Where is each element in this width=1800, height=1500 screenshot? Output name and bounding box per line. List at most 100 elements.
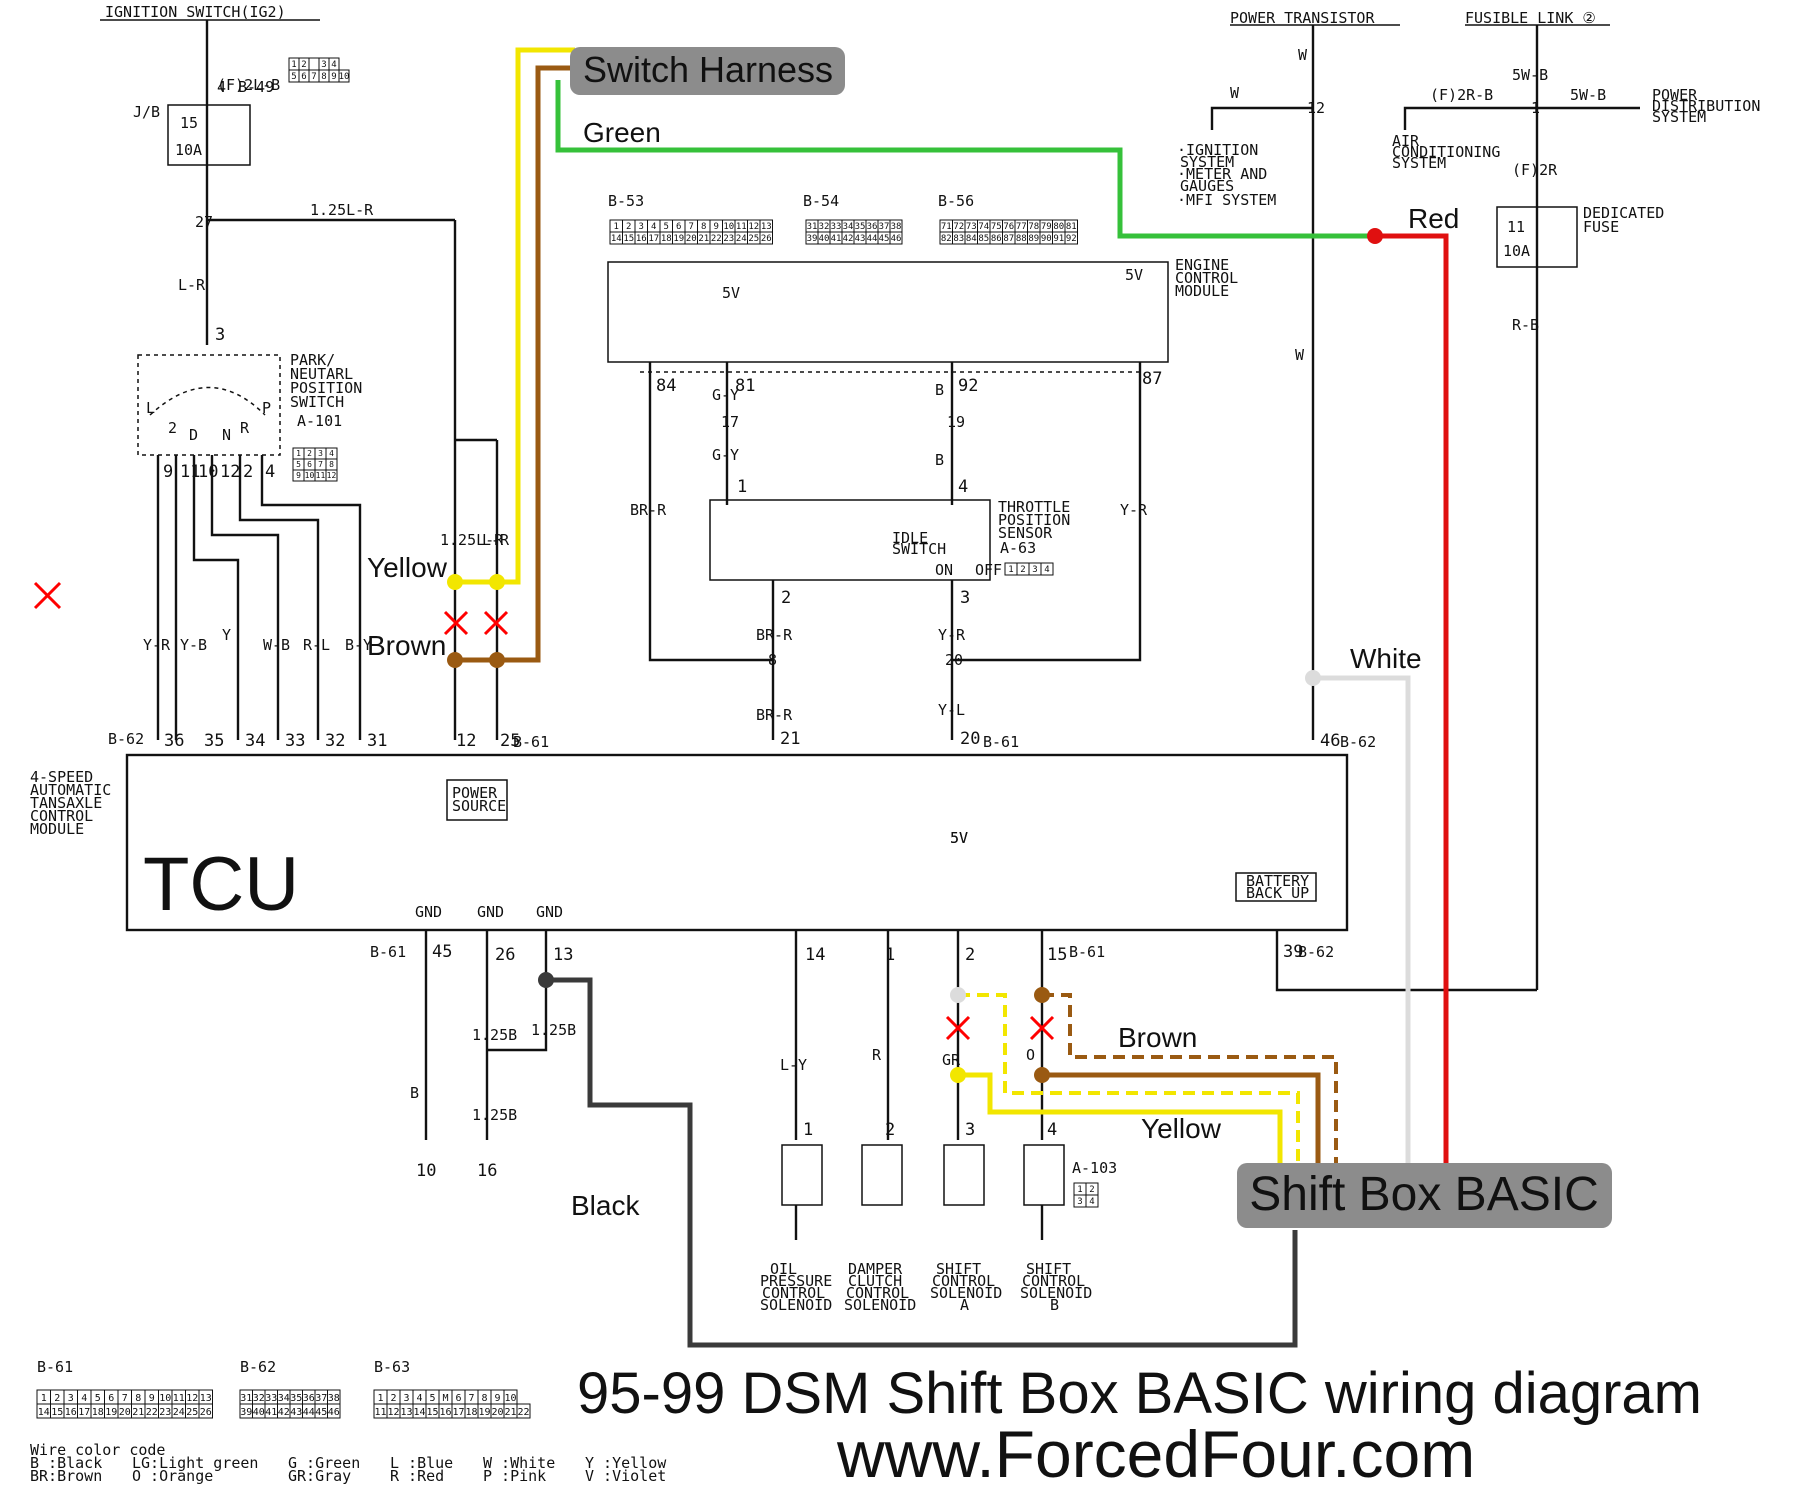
shift-solenoid-b-label: CONTROL (1022, 1272, 1085, 1290)
wire-gy-label: G-Y (712, 446, 739, 464)
tcm-label: CONTROL (30, 807, 93, 825)
tcm-label: 4-SPEED (30, 768, 93, 786)
wire-125b-label: 1.25B (531, 1021, 576, 1039)
ignition-switch-label: IGNITION SWITCH(IG2) (105, 3, 286, 21)
brown-splice-dot (1034, 1067, 1050, 1083)
pnp-pin-label: 4 (265, 462, 275, 482)
b56-connector-pin-number: 73 (966, 222, 977, 232)
b53-connector-pin-number: 23 (723, 234, 734, 244)
b61-legend-connector-pin-number: 16 (65, 1407, 77, 1418)
b62-legend-connector-pin-number: 33 (265, 1393, 277, 1404)
a103-connector-pin-number: 3 (1077, 1197, 1082, 1207)
ignition-system-label: ·MFI SYSTEM (1177, 191, 1276, 209)
wire-rl-label: R-L (303, 636, 330, 654)
b56-connector-cell (1064, 231, 1078, 245)
b54-connector-pin-number: 46 (891, 234, 902, 244)
b63-legend-connector-pin-number: 14 (413, 1407, 425, 1418)
node27-label: 27 (195, 213, 213, 231)
5v-label: 5V (950, 829, 968, 847)
black-wire (546, 977, 1298, 1348)
wire-yr-label: Y-R (938, 626, 966, 644)
a101-connector-pin-number: 6 (307, 460, 312, 469)
pnp-pin-label: 9 (163, 462, 173, 482)
b63-legend-connector-pin-number: M (442, 1393, 448, 1404)
a101-connector-cell (325, 469, 338, 482)
wire-brr-label: BR-R (630, 501, 667, 519)
tps-pin-label: 1 (737, 477, 747, 497)
tps-pin-label: 2 (781, 588, 791, 608)
pnp-pin-label: 12 (220, 462, 240, 482)
b56-connector-pin-number: 91 (1053, 234, 1064, 244)
b62-legend-connector-pin-number: 46 (328, 1407, 340, 1418)
wire-brr-label: BR-R (756, 706, 793, 724)
brown-label-bottom: Brown (1118, 1022, 1197, 1053)
b61-legend-connector-pin-number: 1 (41, 1393, 47, 1404)
b56-connector-pin-number: 90 (1041, 234, 1052, 244)
b63-legend-connector-pin-number: 15 (426, 1407, 438, 1418)
green-wire (555, 80, 1375, 239)
a101-connector-pin-number: 2 (307, 449, 312, 458)
yellow-label-top: Yellow (367, 552, 448, 583)
b63-legend-connector-pin-number: 18 (465, 1407, 477, 1418)
wire-legend-entry: GR:Gray (288, 1467, 351, 1485)
idle-off-label: OFF (975, 561, 1002, 579)
a103-connector-pin-number: 2 (1089, 1185, 1094, 1195)
a101-connector-pin-number: 4 (329, 449, 334, 458)
b53-connector-pin-number: 14 (611, 234, 622, 244)
brown-splice-dot (1034, 987, 1050, 1003)
cut-marks (33, 581, 1055, 1041)
b61-legend-connector-pin-number: 26 (200, 1407, 212, 1418)
tps-label: A-63 (1000, 539, 1036, 557)
tcu-terminal-label: 33 (285, 731, 305, 751)
b61-connector-label: B-61 (1069, 943, 1105, 961)
website-url: www.ForcedFour.com (836, 1417, 1475, 1491)
damper-clutch-solenoid-label: CLUTCH (848, 1272, 902, 1290)
tcu-terminal-label: 2 (965, 945, 975, 965)
b53-connector-pin-number: 7 (689, 222, 694, 232)
b53-label: B-53 (608, 192, 644, 210)
b53-connector-cell (759, 231, 773, 245)
b56-connector-pin-number: 78 (1028, 222, 1039, 232)
b61-connector-label: B-61 (983, 733, 1019, 751)
b54-connector-pin-number: 38 (891, 222, 902, 232)
idle-switch-label: IDLE (892, 529, 928, 547)
b49-connector-pin-number: 10 (339, 72, 350, 82)
b63-legend-connector-cell (516, 1403, 531, 1419)
b53-connector-pin-number: 26 (761, 234, 772, 244)
b56-connector-pin-number: 84 (966, 234, 977, 244)
b63-legend-connector-pin-number: 8 (481, 1393, 487, 1404)
b61-legend-connector-pin-number: 22 (146, 1407, 158, 1418)
wire-r-label: R (872, 1046, 882, 1064)
b53-connector-pin-number: 15 (623, 234, 634, 244)
schematic-labels: IGNITION SWITCH(IG2) POWER TRANSISTOR FU… (30, 3, 1760, 1376)
ecm-label: ENGINE (1175, 256, 1229, 274)
b56-label: B-56 (938, 192, 974, 210)
cut-x-icon (443, 610, 469, 636)
a101-connector-pin-number: 8 (329, 460, 334, 469)
switch-harness-pill (570, 47, 845, 95)
pnp-pin-label: 11 (180, 462, 200, 482)
pnp-pin-label: 2 (243, 462, 253, 482)
pnp-gear-label: P (262, 399, 271, 417)
brown-dashed-wire (1042, 993, 1338, 1190)
b62-legend-connector-pin-number: 43 (290, 1407, 302, 1418)
wire-color-legend: Wire color code B :Black BR:Brown LG:Lig… (30, 1441, 667, 1485)
a101-connector-pin-number: 7 (318, 460, 323, 469)
pnp-switch-label: POSITION (290, 379, 362, 397)
yellow-wire-bottom (958, 1072, 1283, 1190)
ignition-system-label: ·METER AND (1177, 165, 1267, 183)
b54-connector-pin-number: 39 (807, 234, 818, 244)
tcm-label: AUTOMATIC (30, 781, 111, 799)
a101-connector-pin-number: 12 (327, 471, 337, 480)
b63-legend-connector-pin-number: 11 (374, 1407, 386, 1418)
wire-f2r-label: (F)2R (1512, 161, 1558, 179)
b53-connector-pin-number: 17 (648, 234, 659, 244)
idle-on-label: ON (935, 561, 953, 579)
b61-legend-connector-pin-number: 13 (200, 1393, 212, 1404)
wire-by-label: B-Y (345, 636, 372, 654)
b53-connector-pin-number: 13 (761, 222, 772, 232)
tcu-terminal-label: 39 (1283, 942, 1303, 962)
shift-solenoid-a-label: CONTROL (932, 1272, 995, 1290)
b62-legend-connector-pin-number: 45 (315, 1407, 327, 1418)
wire-yl-label: Y-L (938, 701, 965, 719)
